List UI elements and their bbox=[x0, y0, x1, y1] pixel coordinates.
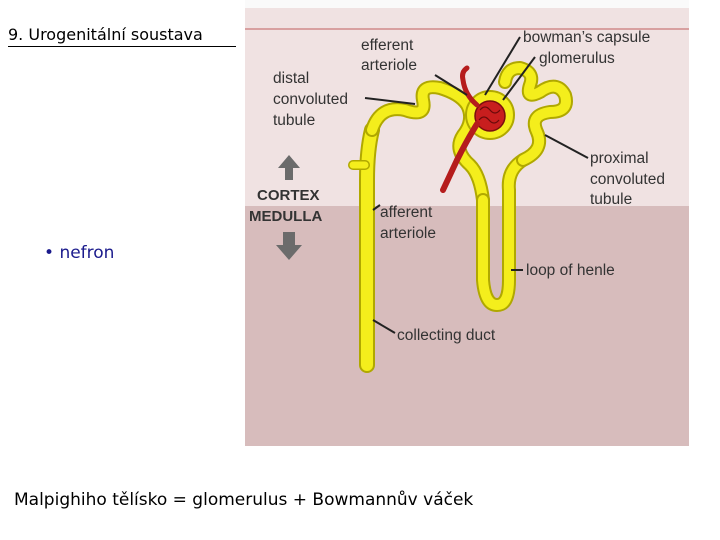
nephron-diagram: efferent arteriole bowman’s capsule glom… bbox=[245, 0, 689, 446]
label-cortex: CORTEX bbox=[257, 187, 320, 204]
label-bowmans-capsule: bowman’s capsule bbox=[523, 29, 650, 46]
slide-title: 9. Urogenitální soustava bbox=[8, 25, 236, 47]
bullet-text: nefron bbox=[59, 243, 115, 263]
proximal-tubule-shape bbox=[498, 61, 573, 167]
down-arrow-icon bbox=[276, 232, 302, 260]
label-glomerulus: glomerulus bbox=[539, 50, 615, 67]
glomerulus-shape bbox=[474, 100, 506, 132]
label-proximal-tubule: proximal convoluted tubule bbox=[590, 150, 669, 208]
label-afferent-arteriole: afferent arteriole bbox=[380, 204, 437, 242]
label-collecting-duct: collecting duct bbox=[397, 327, 496, 344]
up-arrow-icon bbox=[278, 155, 300, 180]
nephron-svg: efferent arteriole bowman’s capsule glom… bbox=[245, 0, 689, 446]
arterioles-shape bbox=[440, 65, 480, 193]
label-loop-of-henle: loop of henle bbox=[526, 262, 615, 279]
bullet-item-nefron: • nefron bbox=[44, 243, 114, 263]
bullet-marker: • bbox=[44, 243, 55, 263]
medulla-region bbox=[245, 206, 689, 446]
caption-text: Malpighiho tělísko = glomerulus + Bowman… bbox=[14, 490, 474, 510]
label-distal-tubule: distal convoluted tubule bbox=[273, 70, 352, 129]
distal-tubule-shape bbox=[365, 80, 490, 207]
pointer-lines bbox=[364, 36, 589, 334]
label-efferent-arteriole: efferent arteriole bbox=[361, 37, 418, 74]
top-strip bbox=[245, 0, 689, 8]
label-medulla: MEDULLA bbox=[249, 208, 322, 225]
loop-of-henle-shape bbox=[476, 153, 530, 312]
